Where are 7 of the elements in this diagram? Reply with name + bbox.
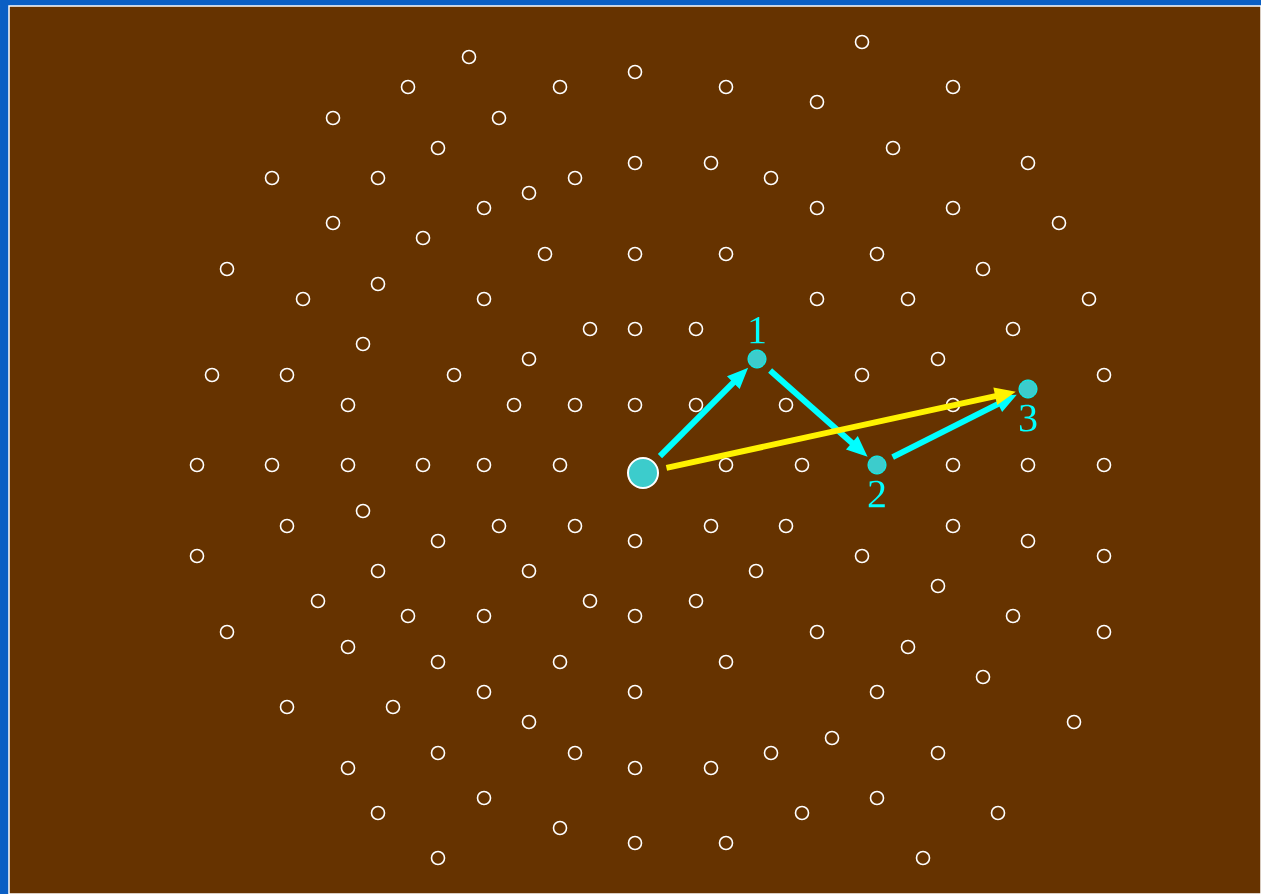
walk-point: 1 <box>747 316 767 369</box>
start-point <box>627 457 659 489</box>
walk-point: 2 <box>867 455 887 508</box>
walk-point: 3 <box>1018 379 1038 432</box>
node-label: 3 <box>1019 404 1037 432</box>
node-label: 2 <box>868 480 885 508</box>
node-label: 1 <box>750 316 765 344</box>
